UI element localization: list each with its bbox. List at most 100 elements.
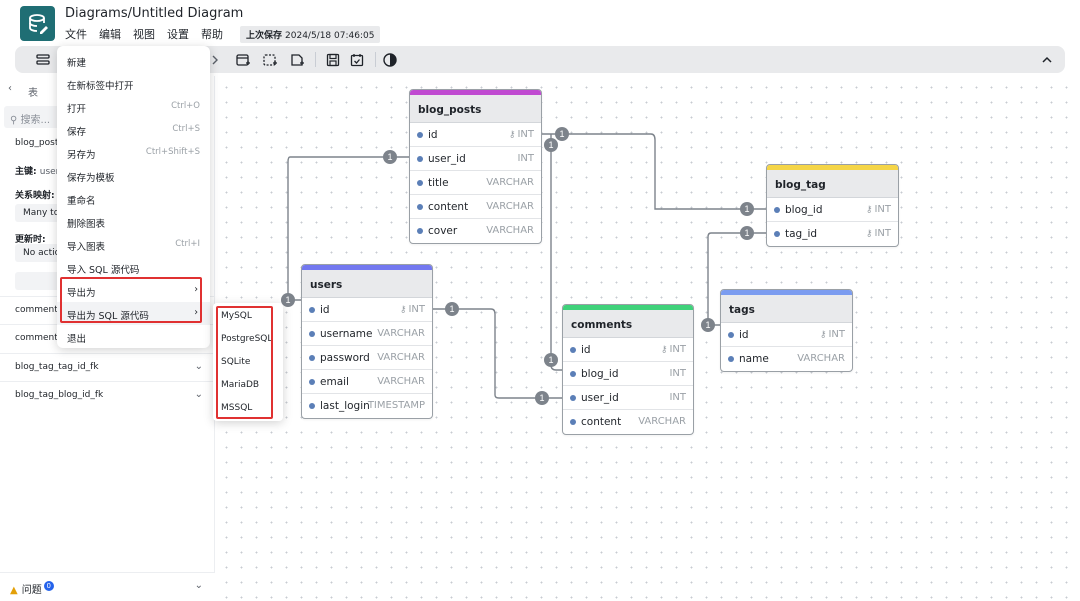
table-blog-tag[interactable]: blog_tag blog_id⚷INT tag_id⚷INT xyxy=(766,164,899,247)
menu-file[interactable]: 文件 xyxy=(65,28,87,41)
menu-item-export-as[interactable]: 导出为› xyxy=(67,284,198,299)
add-table-icon[interactable] xyxy=(233,50,253,70)
table-field[interactable]: content VARCHAR xyxy=(563,410,693,434)
menu-edit[interactable]: 编辑 xyxy=(99,28,121,41)
submenu-item-mariadb[interactable]: MariaDB xyxy=(221,380,260,390)
menu-item-open-new-tab[interactable]: 在新标签中打开 xyxy=(67,81,134,92)
menu-settings[interactable]: 设置 xyxy=(167,28,189,41)
shortcut-label: Ctrl+I xyxy=(175,239,200,249)
menu-item-export-sql[interactable]: 导出为 SQL 源代码› xyxy=(57,302,210,325)
relation-item-label: blog_tag_blog_id_fk xyxy=(15,390,104,400)
chevron-down-icon[interactable]: ⌄ xyxy=(194,389,203,400)
field-name: id xyxy=(581,344,591,356)
submenu-item-mysql[interactable]: MySQL xyxy=(221,311,252,321)
table-field[interactable]: id ⚷INT xyxy=(721,323,852,347)
table-header[interactable]: blog_posts xyxy=(410,95,541,123)
chevron-right-icon[interactable] xyxy=(205,50,225,70)
field-type: ⚷INT xyxy=(399,304,425,315)
add-area-icon[interactable] xyxy=(260,50,280,70)
submenu-item-sqlite[interactable]: SQLite xyxy=(221,357,251,367)
primary-key-label: 主键: xyxy=(15,167,37,177)
table-field[interactable]: id⚷INT xyxy=(410,123,541,147)
relation-type-label: 关系映射: xyxy=(15,191,55,201)
field-dot xyxy=(417,132,423,138)
calendar-check-icon[interactable] xyxy=(347,50,367,70)
tab-tables[interactable]: 表 xyxy=(28,88,38,99)
menu-help[interactable]: 帮助 xyxy=(201,28,223,41)
table-field[interactable]: blog_id⚷INT xyxy=(767,198,898,222)
key-icon: ⚷ xyxy=(819,330,827,340)
collapse-toolbar-icon[interactable] xyxy=(1037,50,1057,70)
relation-item[interactable]: blog_tag_tag_id_fk⌄ xyxy=(0,353,215,381)
chevron-down-icon[interactable]: ⌄ xyxy=(194,361,203,372)
field-type: ⚷INT xyxy=(819,329,845,340)
field-name: blog_id xyxy=(581,368,619,380)
field-type: INT xyxy=(517,153,534,164)
table-header[interactable]: comments xyxy=(563,310,693,338)
menu-bar: 文件 编辑 视图 设置 帮助 xyxy=(65,26,223,42)
shortcut-label: Ctrl+S xyxy=(172,124,200,134)
diagram-title[interactable]: Diagrams/Untitled Diagram xyxy=(65,6,244,21)
menu-item-save-template[interactable]: 保存为模板 xyxy=(67,173,115,184)
menu-item-exit[interactable]: 退出 xyxy=(67,334,87,345)
sidebar-back-icon[interactable]: ‹ xyxy=(8,83,12,94)
toolbar-divider xyxy=(375,52,376,67)
chevron-down-icon[interactable]: ⌄ xyxy=(194,580,203,591)
field-name: content xyxy=(581,416,622,428)
toolbar-divider xyxy=(315,52,316,67)
field-dot xyxy=(570,371,576,377)
field-type: VARCHAR xyxy=(486,201,534,212)
field-name: user_id xyxy=(428,153,466,165)
relation-item[interactable]: blog_tag_blog_id_fk ⌄ xyxy=(0,381,215,409)
menu-item-rename[interactable]: 重命名 xyxy=(67,196,96,207)
selected-table-name[interactable]: blog_posts xyxy=(15,138,64,148)
field-name: cover xyxy=(428,225,458,237)
menu-item-import-sql[interactable]: 导入 SQL 源代码 xyxy=(67,265,140,276)
menu-view[interactable]: 视图 xyxy=(133,28,155,41)
table-color-bar xyxy=(767,165,898,170)
table-field[interactable]: tag_id⚷INT xyxy=(767,222,898,246)
issues-count-badge: 0 xyxy=(43,581,54,591)
theme-toggle-icon[interactable] xyxy=(380,50,400,70)
field-name: user_id xyxy=(581,392,619,404)
table-header[interactable]: users xyxy=(302,270,432,298)
submenu-item-mssql[interactable]: MSSQL xyxy=(221,403,253,413)
submenu-item-postgresql[interactable]: PostgreSQL xyxy=(221,334,273,344)
table-field[interactable]: id⚷INT xyxy=(563,338,693,362)
menu-item-new[interactable]: 新建 xyxy=(67,58,87,69)
layout-menu-icon[interactable] xyxy=(33,50,53,70)
table-header[interactable]: tags xyxy=(721,295,852,323)
field-name: tag_id xyxy=(785,228,818,240)
menu-item-delete-diagram[interactable]: 删除图表 xyxy=(67,219,106,230)
table-header[interactable]: blog_tag xyxy=(767,170,898,198)
field-type: VARCHAR xyxy=(797,353,845,364)
field-name: id xyxy=(739,329,749,341)
field-type: VARCHAR xyxy=(638,416,686,427)
app-header: Diagrams/Untitled Diagram 文件 编辑 视图 设置 帮助… xyxy=(0,0,1080,44)
table-field[interactable]: user_id INT xyxy=(410,147,541,171)
add-note-icon[interactable] xyxy=(287,50,307,70)
save-icon[interactable] xyxy=(323,50,343,70)
table-field[interactable]: id⚷INT xyxy=(302,298,432,322)
